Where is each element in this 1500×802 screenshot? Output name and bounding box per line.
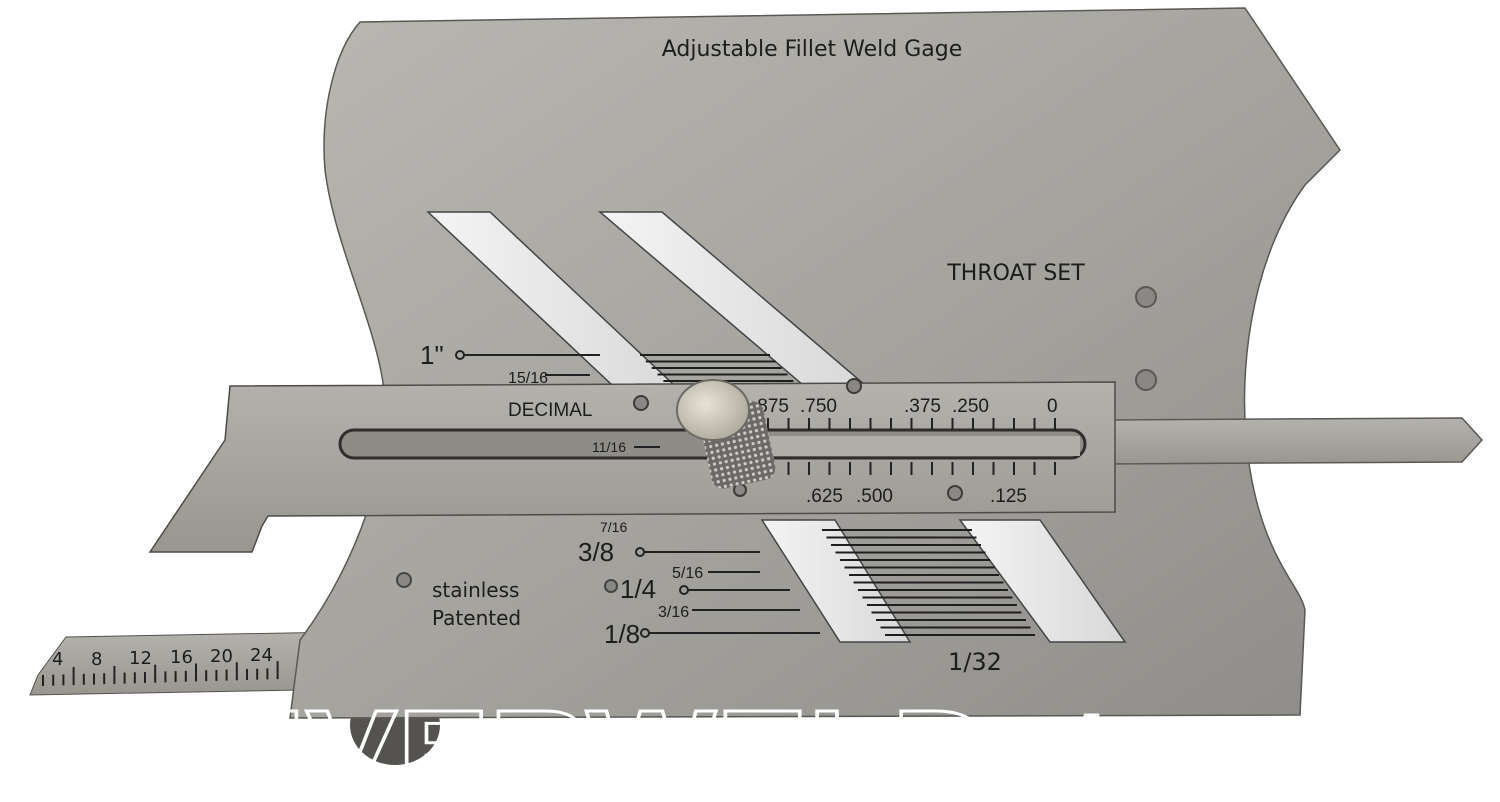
- slider-screws: [633, 378, 963, 501]
- throat-hatching-lower: [822, 529, 1035, 636]
- stainless-label: stainless: [432, 578, 519, 602]
- rivets: [1135, 286, 1157, 391]
- scale-3-8: 3/8: [578, 537, 614, 567]
- scale-1-4: 1/4: [620, 574, 656, 604]
- decimal-slider[interactable]: [148, 381, 1116, 553]
- gage-title: Adjustable Fillet Weld Gage: [662, 37, 963, 62]
- ruler-label-20: 20: [210, 646, 233, 667]
- fraction-1-32: 1/32: [948, 648, 1002, 676]
- scale-5-16: 5/16: [672, 565, 703, 582]
- decimal-125: .125: [990, 486, 1027, 507]
- decimal-500: .500: [856, 486, 893, 507]
- lock-knob[interactable]: [676, 379, 778, 491]
- slider-rod: [1099, 417, 1484, 465]
- upper-slots: [426, 211, 868, 401]
- decimal-750: .750: [800, 396, 837, 417]
- watermark: RIVERWELDstore: [168, 687, 1328, 802]
- ruler-label-24: 24: [250, 645, 273, 666]
- ruler-label-4: 4: [52, 649, 63, 670]
- decimal-375: .375: [904, 396, 941, 417]
- bottom-ruler: 4 8 12 16 20 24: [29, 631, 341, 696]
- decimal-0: 0: [1047, 396, 1058, 417]
- scale-11-16: 11/16: [592, 439, 626, 455]
- scale-3-16: 3/16: [658, 604, 689, 621]
- scale-1-inch: 1": [420, 340, 444, 370]
- decimal-250: .250: [952, 396, 989, 417]
- decimal-ticks: [767, 418, 1056, 475]
- scale-1-8: 1/8: [604, 619, 640, 649]
- decimal-625: .625: [806, 486, 843, 507]
- ruler-label-16: 16: [170, 647, 193, 668]
- throat-set-label: THROAT SET: [946, 261, 1085, 286]
- patented-label: Patented: [432, 606, 521, 630]
- leg-size-scale: 1" 15/16 7/16 3/8 5/16 1/4 3/16 1/8: [396, 340, 820, 649]
- ruler-label-8: 8: [91, 649, 102, 670]
- ruler-label-12: 12: [129, 648, 152, 669]
- decimal-label: DECIMAL: [508, 400, 592, 421]
- scale-7-16: 7/16: [600, 519, 627, 535]
- scale-15-16: 15/16: [508, 370, 548, 387]
